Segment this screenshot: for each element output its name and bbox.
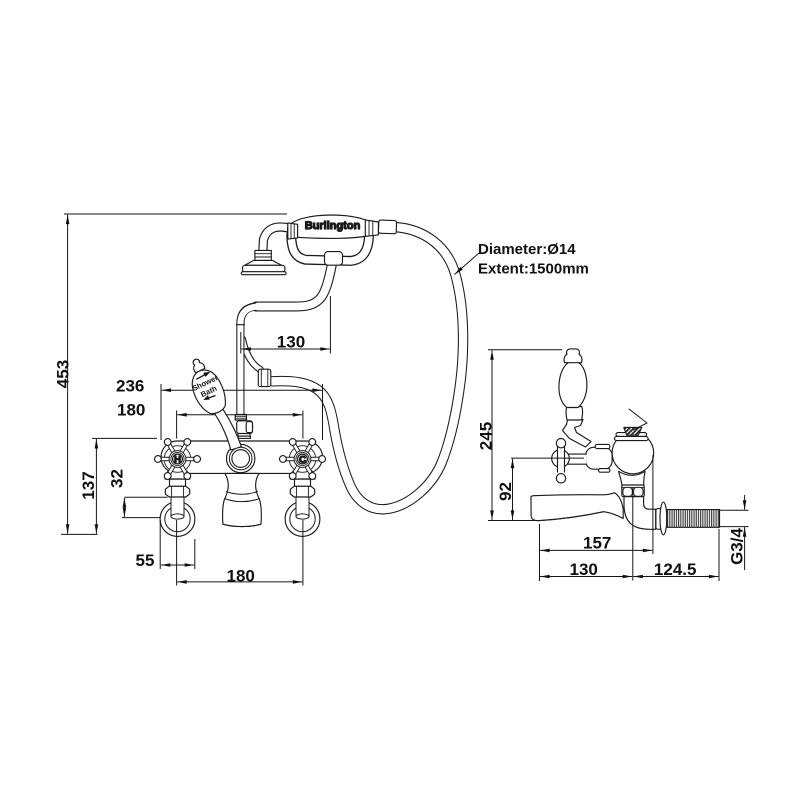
- svg-text:180: 180: [117, 400, 145, 419]
- svg-text:55: 55: [136, 551, 155, 570]
- svg-text:Diameter:Ø14: Diameter:Ø14: [478, 241, 576, 258]
- svg-text:453: 453: [53, 360, 72, 388]
- svg-text:H: H: [174, 454, 181, 465]
- svg-text:180: 180: [227, 566, 255, 585]
- svg-text:G3/4: G3/4: [727, 528, 746, 565]
- svg-text:Burlington: Burlington: [305, 220, 361, 232]
- svg-text:124.5: 124.5: [654, 560, 697, 579]
- svg-text:236: 236: [116, 376, 144, 395]
- svg-text:130: 130: [277, 332, 305, 351]
- svg-text:130: 130: [570, 560, 598, 579]
- svg-text:245: 245: [477, 422, 496, 450]
- svg-text:C: C: [299, 454, 306, 465]
- svg-text:Extent:1500mm: Extent:1500mm: [478, 261, 589, 278]
- svg-text:32: 32: [108, 469, 127, 488]
- svg-text:157: 157: [583, 533, 611, 552]
- svg-text:92: 92: [496, 482, 515, 501]
- svg-text:137: 137: [79, 471, 98, 499]
